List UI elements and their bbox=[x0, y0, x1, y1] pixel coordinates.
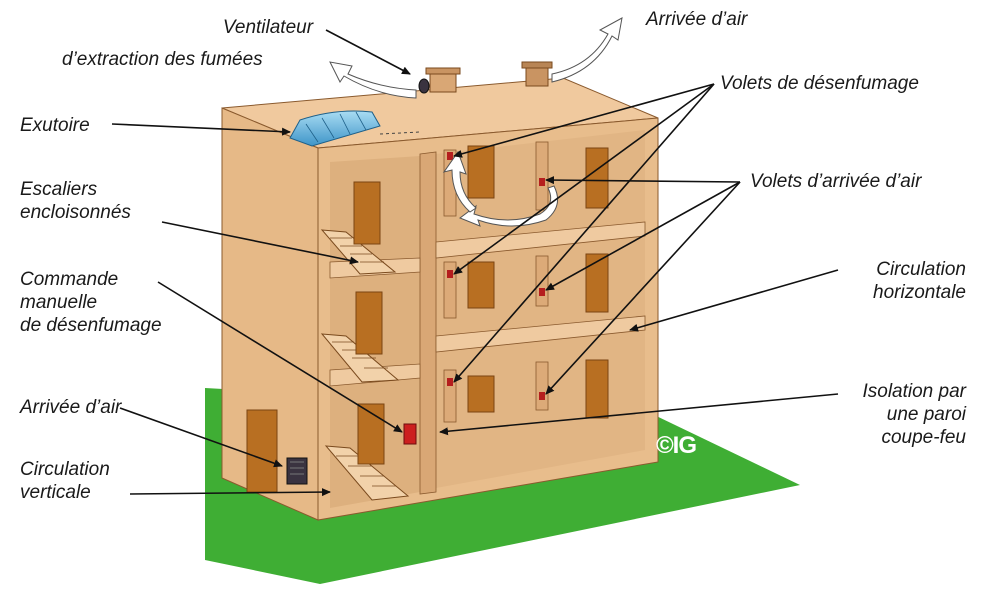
fan-icon bbox=[418, 67, 461, 94]
label-escaliers-line1: Escaliers bbox=[20, 179, 98, 200]
skylight-icon bbox=[289, 110, 381, 147]
label-volets-arrivee-text: Volets d’arrivée d’air bbox=[750, 171, 922, 192]
air-shutter bbox=[539, 178, 545, 186]
label-volets-desenfumage-text: Volets de désenfumage bbox=[720, 73, 919, 94]
label-commande: Commande manuelle de désenfumage bbox=[20, 268, 162, 337]
corridor-door bbox=[585, 147, 609, 209]
stairwell-door bbox=[353, 181, 381, 245]
label-circ-v-line2: verticale bbox=[20, 482, 91, 503]
label-isolation-line3: coupe-feu bbox=[881, 427, 966, 448]
label-circ-h-line2: horizontale bbox=[873, 282, 966, 303]
label-escaliers-line2: encloisonnés bbox=[20, 202, 131, 223]
label-exutoire-text: Exutoire bbox=[20, 115, 90, 136]
label-escaliers: Escaliers encloisonnés bbox=[20, 178, 131, 224]
label-volets-desenfumage: Volets de désenfumage bbox=[720, 72, 919, 95]
air-shutter bbox=[539, 288, 545, 296]
label-commande-line1: Commande bbox=[20, 269, 119, 290]
airflow-arrow-icon bbox=[329, 17, 623, 227]
label-circulation-horizontale: Circulation horizontale bbox=[800, 258, 966, 304]
label-isolation-line2: une paroi bbox=[886, 404, 966, 425]
label-circ-v-line1: Circulation bbox=[20, 459, 110, 480]
stairwell-door bbox=[357, 403, 385, 465]
corridor-door bbox=[467, 145, 495, 199]
smoke-shutter bbox=[447, 270, 453, 278]
label-isolation-line1: Isolation par bbox=[862, 381, 966, 402]
air-shutter bbox=[539, 392, 545, 400]
ground-floor-door bbox=[246, 409, 278, 493]
roof-air-inlet bbox=[521, 61, 553, 87]
stairwell-door bbox=[355, 291, 383, 355]
label-arrivee-air-top: Arrivée d’air bbox=[646, 8, 747, 31]
label-pointers bbox=[111, 29, 839, 497]
smoke-shutter bbox=[447, 152, 453, 160]
corridor-door bbox=[467, 375, 495, 413]
label-volets-arrivee: Volets d’arrivée d’air bbox=[750, 170, 921, 193]
label-isolation: Isolation par une paroi coupe-feu bbox=[800, 380, 966, 449]
label-commande-line2: manuelle bbox=[20, 292, 98, 313]
smoke-shutter bbox=[447, 378, 453, 386]
copyright-mark: ©IG bbox=[656, 432, 697, 459]
air-inlet-vent-icon bbox=[286, 457, 308, 485]
label-arrivee-air-bottom: Arrivée d’air bbox=[20, 396, 121, 419]
manual-control-box bbox=[403, 423, 417, 445]
label-ventilateur-line2-text: d’extraction des fumées bbox=[62, 49, 263, 70]
fire-wall bbox=[419, 151, 437, 495]
label-circ-h-line1: Circulation bbox=[876, 259, 966, 280]
corridor-door bbox=[585, 359, 609, 419]
label-exutoire: Exutoire bbox=[20, 114, 90, 137]
label-commande-line3: de désenfumage bbox=[20, 315, 162, 336]
label-arrivee-air-top-text: Arrivée d’air bbox=[646, 9, 748, 30]
label-ventilateur: Ventilateur bbox=[188, 16, 348, 39]
label-ventilateur-line2: d’extraction des fumées bbox=[62, 48, 263, 71]
corridor-door bbox=[585, 253, 609, 313]
label-arrivee-air-bottom-text: Arrivée d’air bbox=[20, 397, 122, 418]
label-circulation-verticale: Circulation verticale bbox=[20, 458, 110, 504]
corridor-door bbox=[467, 261, 495, 309]
label-ventilateur-line1: Ventilateur bbox=[222, 17, 314, 38]
